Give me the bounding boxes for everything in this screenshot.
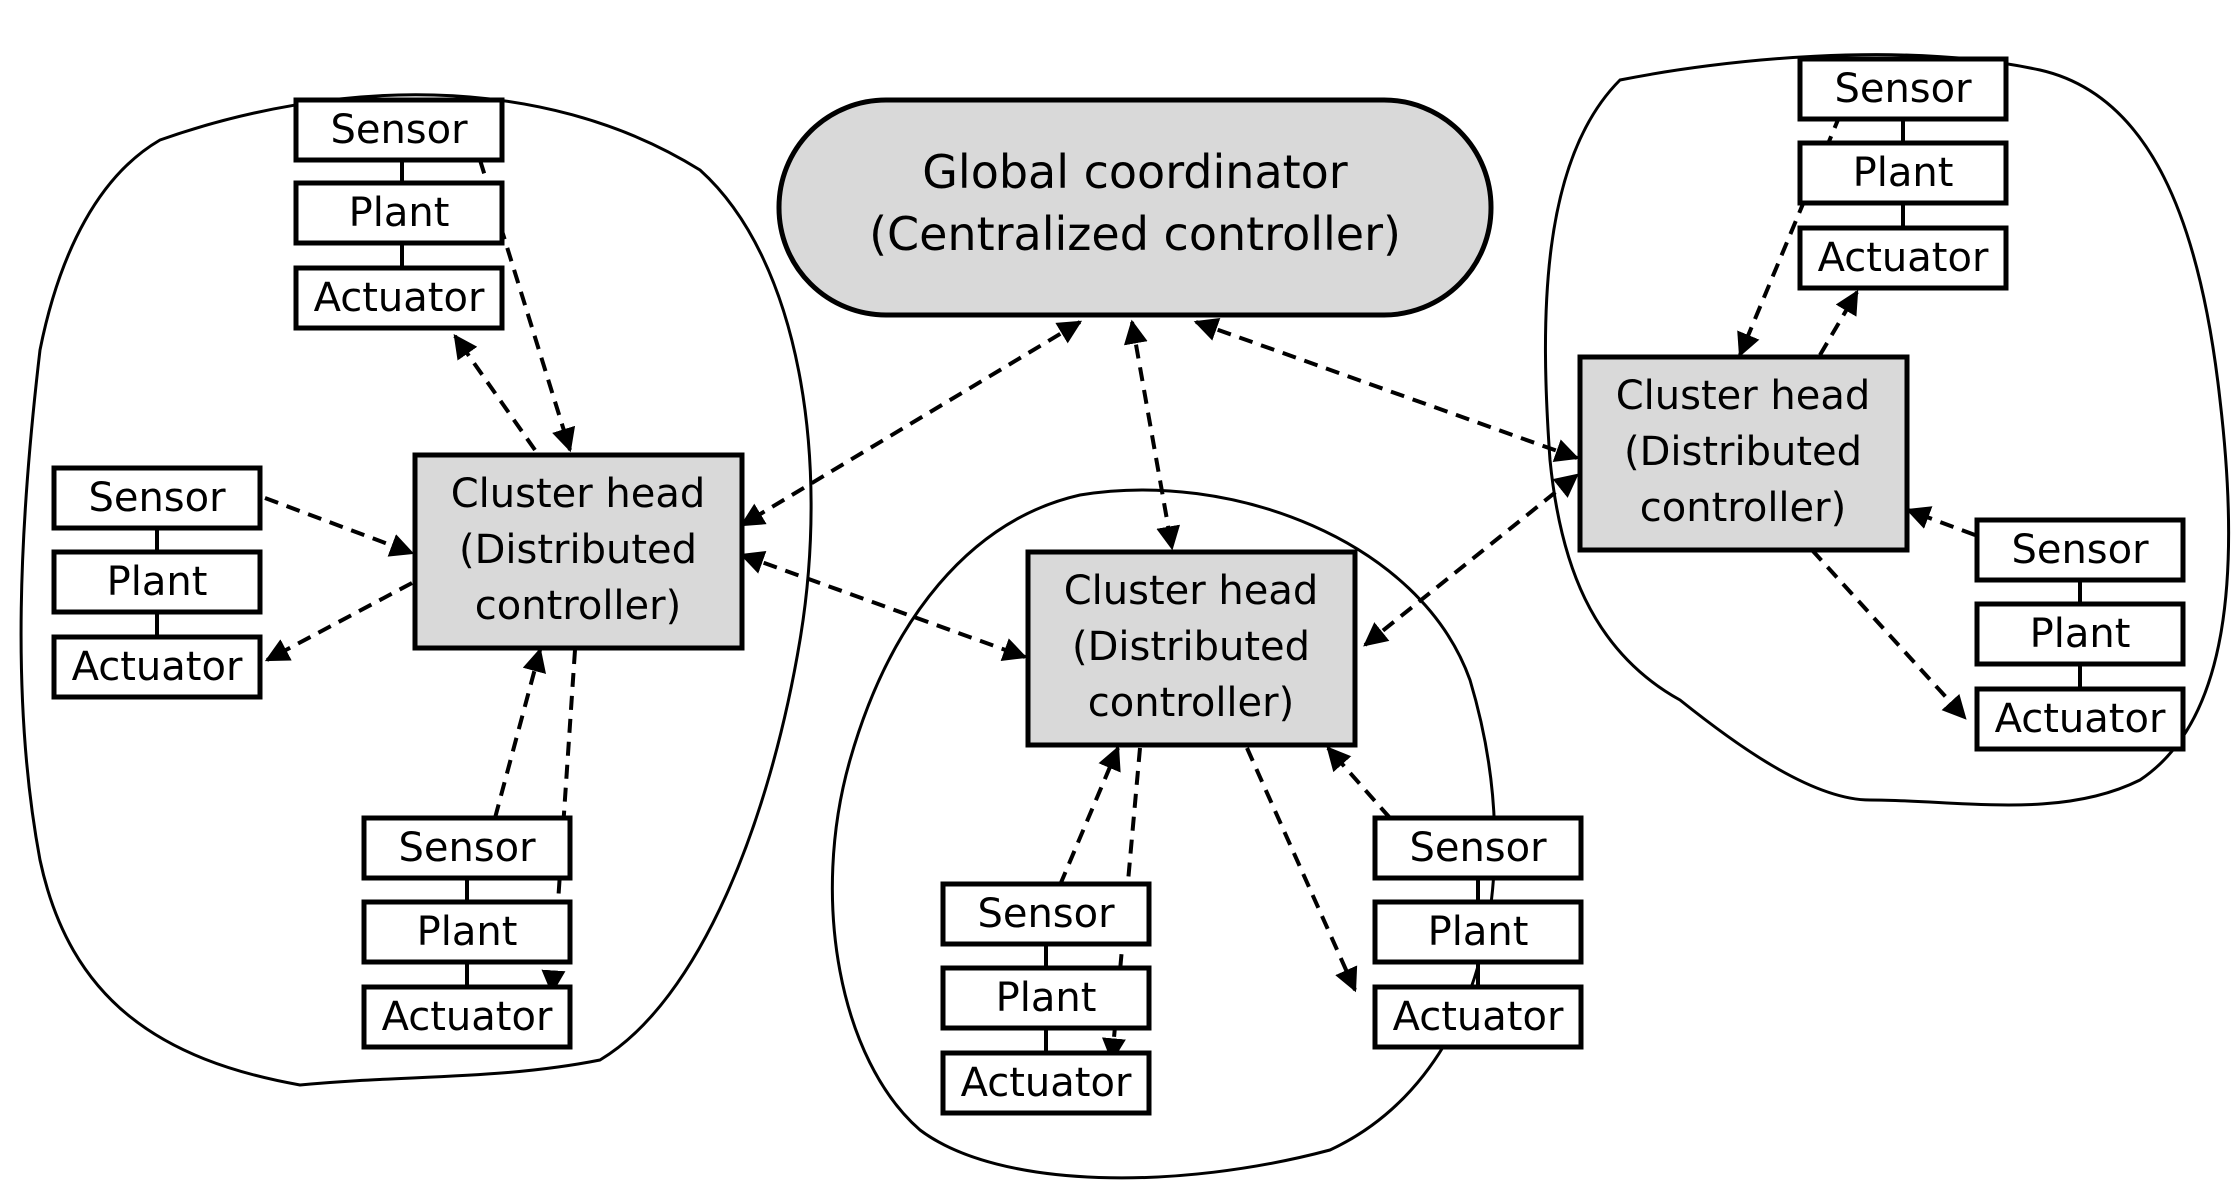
cluster-head-role: (Distributed [1072, 624, 1310, 670]
sensor-box [1372, 815, 1584, 881]
link-right-head-to-top-actuator [1818, 289, 1859, 357]
global-coordinator-subtitle: (Centralized controller) [869, 207, 1401, 261]
cluster-head-left: Cluster head (Distributed controller) [412, 452, 745, 651]
device-stack-right-bottom: Sensor Plant Actuator [1974, 517, 2186, 752]
sensor-box [1797, 56, 2009, 122]
cluster-head-title: Cluster head [1616, 373, 1871, 419]
actuator-box [1372, 984, 1584, 1050]
sensor-box [293, 97, 505, 163]
plant-box [51, 549, 263, 615]
device-stack-middle-right: Sensor Plant Actuator [1372, 815, 1584, 1050]
plant-box [361, 899, 573, 965]
cluster-head-box [1577, 354, 1910, 553]
device-stack-left-middle: Sensor Plant Actuator [51, 465, 263, 700]
actuator-label: Actuator [1393, 994, 1564, 1040]
cluster-head-title: Cluster head [451, 471, 706, 517]
global-coordinator-title: Global coordinator [922, 145, 1348, 199]
sensor-label: Sensor [1409, 825, 1547, 871]
plant-box [1372, 899, 1584, 965]
plant-box [1974, 601, 2186, 667]
link-mid-head-to-right-actuator [1245, 747, 1358, 993]
actuator-box [293, 265, 505, 331]
actuator-label: Actuator [314, 275, 485, 321]
cluster-head-title: Cluster head [1064, 568, 1319, 614]
link-left-head-to-top-actuator [453, 334, 537, 452]
cluster-head-role: (Distributed [1624, 429, 1862, 475]
sensor-label: Sensor [1834, 66, 1972, 112]
plant-label: Plant [2030, 611, 2131, 657]
cluster-head-right: Cluster head (Distributed controller) [1577, 354, 1910, 553]
sensor-box [940, 881, 1152, 947]
link-middle-right-heads [1363, 473, 1579, 647]
cluster-head-role-end: controller) [1088, 680, 1294, 726]
plant-label: Plant [996, 975, 1097, 1021]
actuator-box [361, 984, 573, 1050]
link-left-head-to-mid-actuator [264, 581, 413, 662]
plant-box [293, 180, 505, 246]
link-right-sensor-to-head [1905, 506, 1976, 537]
actuator-label: Actuator [72, 644, 243, 690]
link-coordinator-middle-head [1123, 319, 1181, 551]
link-mid-right-sensor-to-head [1326, 746, 1392, 820]
link-right-head-to-actuator [1810, 548, 1967, 720]
actuator-label: Actuator [382, 994, 553, 1040]
global-coordinator: Global coordinator (Centralized controll… [776, 97, 1494, 318]
device-stack-middle-left: Sensor Plant Actuator [940, 881, 1152, 1116]
plant-label: Plant [349, 190, 450, 236]
sensor-label: Sensor [2011, 527, 2149, 573]
link-mid-sensor-to-left-head [264, 496, 415, 557]
actuator-box [1797, 225, 2009, 291]
cluster-region-right [1544, 53, 2231, 807]
device-stack-right-top: Sensor Plant Actuator [1797, 56, 2009, 291]
cluster-head-box [1025, 549, 1358, 748]
global-coordinator-box [776, 97, 1494, 318]
actuator-box [1974, 686, 2186, 752]
link-left-middle-heads [739, 551, 1028, 661]
plant-label: Plant [1428, 909, 1529, 955]
plant-label: Plant [107, 559, 208, 605]
actuator-label: Actuator [961, 1060, 1132, 1106]
link-bottom-sensor-to-left-head [493, 647, 547, 819]
plant-label: Plant [417, 909, 518, 955]
link-right-top-sensor-to-head [1737, 114, 1842, 358]
sensor-label: Sensor [88, 475, 226, 521]
plant-box [940, 965, 1152, 1031]
link-coordinator-right-head [1193, 317, 1580, 463]
plant-label: Plant [1853, 150, 1954, 196]
actuator-box [940, 1050, 1152, 1116]
cluster-head-role-end: controller) [475, 583, 681, 629]
sensor-box [361, 815, 573, 881]
sensor-box [51, 465, 263, 531]
sensor-box [1974, 517, 2186, 583]
cluster-region-left [19, 93, 813, 1087]
actuator-label: Actuator [1818, 235, 1989, 281]
link-mid-left-sensor-to-head [1058, 745, 1121, 886]
actuator-label: Actuator [1995, 696, 2166, 742]
link-coordinator-left-head [739, 320, 1083, 527]
device-stack-left-top: Sensor Plant Actuator [293, 97, 505, 331]
device-stack-left-bottom: Sensor Plant Actuator [361, 815, 573, 1050]
sensor-label: Sensor [398, 825, 536, 871]
cluster-head-role-end: controller) [1640, 485, 1846, 531]
sensor-label: Sensor [977, 891, 1115, 937]
cluster-head-middle: Cluster head (Distributed controller) [1025, 549, 1358, 748]
plant-box [1797, 140, 2009, 206]
cluster-head-role: (Distributed [459, 527, 697, 573]
sensor-label: Sensor [330, 107, 468, 153]
cluster-head-box [412, 452, 745, 651]
actuator-box [51, 634, 263, 700]
